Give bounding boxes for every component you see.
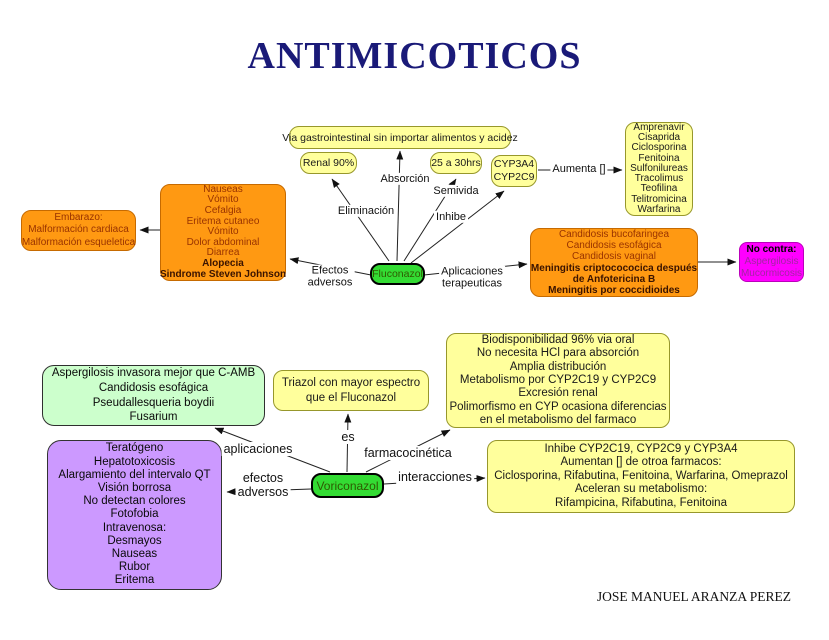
edge-label-inhibe: Inhibe xyxy=(434,210,468,224)
edge-fluconazol-cyp xyxy=(410,190,505,264)
edge-label-aplicaciones: aplicaciones xyxy=(221,442,295,456)
box-half-life: 25 a 30hrs xyxy=(430,152,482,174)
edge-label-aumenta: Aumenta [] xyxy=(550,162,608,176)
node-fluconazol: Fluconazol xyxy=(370,263,425,285)
edge-label-absorcion: Absorción xyxy=(378,172,432,186)
edge-label-semivida: Semivida xyxy=(431,184,481,198)
edge-label-efectos-adversos-fluconazol: Efectos adversos xyxy=(305,264,355,290)
edge-label-eliminacion: Eliminación xyxy=(335,204,397,218)
edge-label-es: es xyxy=(339,430,357,444)
author-credit: JOSE MANUEL ARANZA PEREZ xyxy=(596,589,791,604)
edge-fluconazol-renal xyxy=(331,178,390,262)
box-renal-elimination: Renal 90% xyxy=(300,152,357,174)
box-absorption-route: Via gastrointestinal sin importar alimen… xyxy=(282,126,518,149)
page-title: ANTIMICOTICOS xyxy=(247,35,582,77)
edge-label-efectos-adversos-voriconazol: efectos adversos xyxy=(235,471,291,499)
edge-label-aplicaciones-terapeuticas: Aplicaciones terapeuticas xyxy=(439,265,505,291)
edge-fluconazol-via xyxy=(396,150,404,262)
node-voriconazol: Voriconazol xyxy=(311,473,384,498)
edge-label-interacciones: interacciones xyxy=(396,470,474,484)
edge-label-farmacocinetica: farmacocinética xyxy=(362,446,454,460)
